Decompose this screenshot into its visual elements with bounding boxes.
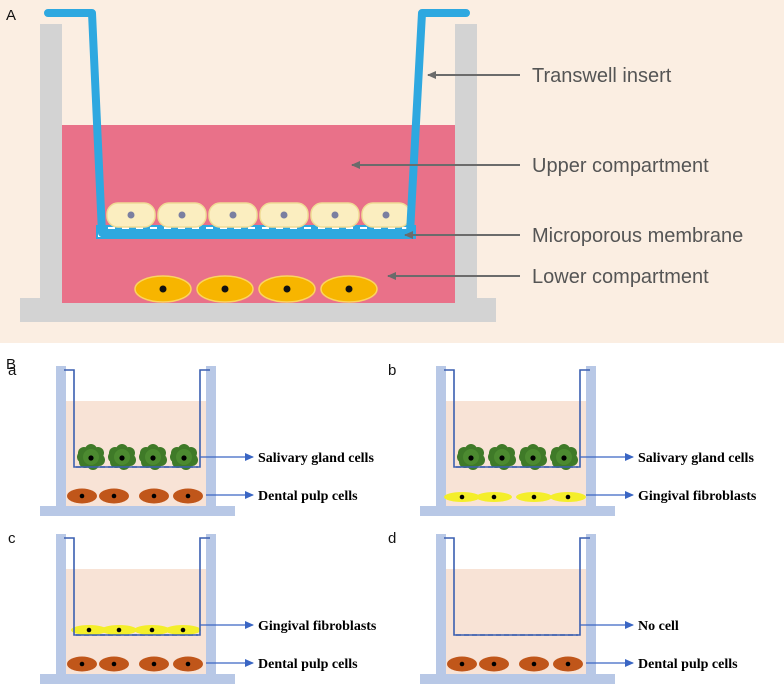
lower-cells (134, 275, 378, 303)
cell-nucleus (159, 285, 167, 293)
upper-cells (457, 444, 578, 470)
upper-label: Gingival fibroblasts (258, 619, 377, 634)
panel-a: A Transwell insert Upper compartment Mic… (0, 0, 784, 343)
cell-nucleus (459, 661, 465, 667)
upper-label: No cell (638, 619, 679, 634)
label-upper-compartment: Upper compartment (532, 155, 709, 177)
label-lower-compartment: Lower compartment (532, 266, 709, 288)
cell-nucleus (280, 211, 288, 219)
well-wall-left (436, 366, 446, 506)
upper-label: Salivary gland cells (638, 451, 754, 466)
well-base (420, 506, 615, 516)
subpanel-letter: a (8, 362, 17, 379)
well-base (420, 674, 615, 684)
cell-nucleus (565, 494, 571, 500)
salivary-gland-cell (550, 444, 578, 470)
well-wall-left (56, 534, 66, 674)
well-wall-left (56, 366, 66, 506)
subpanel-letter: d (388, 530, 396, 547)
cell-nucleus (86, 627, 92, 633)
cell-nucleus (79, 493, 85, 499)
cell-nucleus (459, 494, 465, 500)
cell-nucleus (151, 493, 157, 499)
transwell-insert (64, 537, 210, 636)
well-base (40, 674, 235, 684)
upper-label: Salivary gland cells (258, 451, 374, 466)
cell-nucleus (111, 661, 117, 667)
cell-nucleus (491, 494, 497, 500)
cell-nucleus (149, 627, 155, 633)
well-wall-right (586, 534, 596, 674)
lower-cells (67, 656, 203, 672)
lower-label: Dental pulp cells (258, 489, 358, 504)
salivary-gland-cell (77, 444, 105, 470)
cell-nucleus (565, 661, 571, 667)
subpanel-letter: b (388, 362, 396, 379)
well-wall-right (206, 534, 216, 674)
cell-nucleus (229, 211, 237, 219)
cell-nucleus (127, 211, 135, 219)
lower-cells (447, 656, 583, 672)
cell-nucleus (531, 661, 537, 667)
cell-nucleus (151, 661, 157, 667)
transwell-insert (44, 9, 470, 237)
cell-nucleus (180, 627, 186, 633)
lower-label: Gingival fibroblasts (638, 489, 757, 504)
panel-a-letter: A (6, 7, 16, 24)
upper-cells (71, 625, 201, 635)
well-wall-right (206, 366, 216, 506)
well-wall-left (436, 534, 446, 674)
well-base (40, 506, 235, 516)
salivary-gland-cell (457, 444, 485, 470)
cell-nucleus (491, 661, 497, 667)
cell-nucleus (79, 661, 85, 667)
lower-label: Dental pulp cells (258, 657, 358, 672)
lower-cells (67, 488, 203, 504)
label-transwell-insert: Transwell insert (532, 65, 672, 87)
cell-nucleus (221, 285, 229, 293)
cell-nucleus (331, 211, 339, 219)
cell-nucleus (345, 285, 353, 293)
culture-medium (66, 569, 206, 674)
cell-nucleus (185, 493, 191, 499)
cell-nucleus (111, 493, 117, 499)
culture-medium (446, 569, 586, 674)
cell-nucleus (116, 627, 122, 633)
transwell-insert (444, 537, 590, 636)
upper-cells (106, 202, 411, 228)
lower-cells (444, 492, 586, 502)
cell-nucleus (178, 211, 186, 219)
cell-nucleus (382, 211, 390, 219)
panel-a-arrows (351, 71, 520, 280)
transwell-insert (444, 369, 590, 468)
salivary-gland-cell (139, 444, 167, 470)
cell-nucleus (283, 285, 291, 293)
well-wall-right (586, 366, 596, 506)
label-microporous-membrane: Microporous membrane (532, 225, 743, 247)
subpanel-letter: c (8, 530, 16, 547)
salivary-gland-cell (488, 444, 516, 470)
lower-label: Dental pulp cells (638, 657, 738, 672)
cell-nucleus (531, 494, 537, 500)
salivary-gland-cell (108, 444, 136, 470)
cell-nucleus (185, 661, 191, 667)
panel-b-letter: B (6, 356, 16, 373)
transwell-insert (64, 369, 210, 468)
